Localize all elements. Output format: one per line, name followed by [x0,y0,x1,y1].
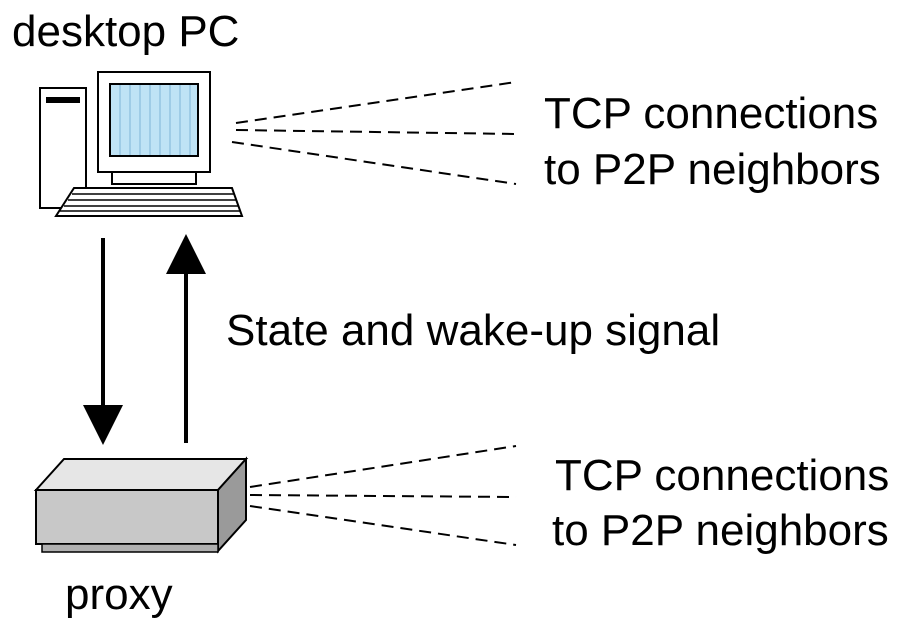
signal-arrows [83,234,206,445]
desktop-tcp-lines [231,81,517,185]
proxy-box-icon [33,456,249,554]
proxy-tcp-label-line1: TCP connections [555,451,889,500]
proxy-label: proxy [65,570,173,619]
desktop-pc-label: desktop PC [12,7,239,56]
signal-label: State and wake-up signal [226,306,720,355]
proxy-tcp-label-line2: to P2P neighbors [552,506,889,555]
desktop-tcp-label-line2: to P2P neighbors [544,145,881,194]
desktop-tcp-label-line1: TCP connections [544,89,878,138]
proxy-tcp-lines [249,445,517,546]
desktop-computer-icon [39,71,244,217]
